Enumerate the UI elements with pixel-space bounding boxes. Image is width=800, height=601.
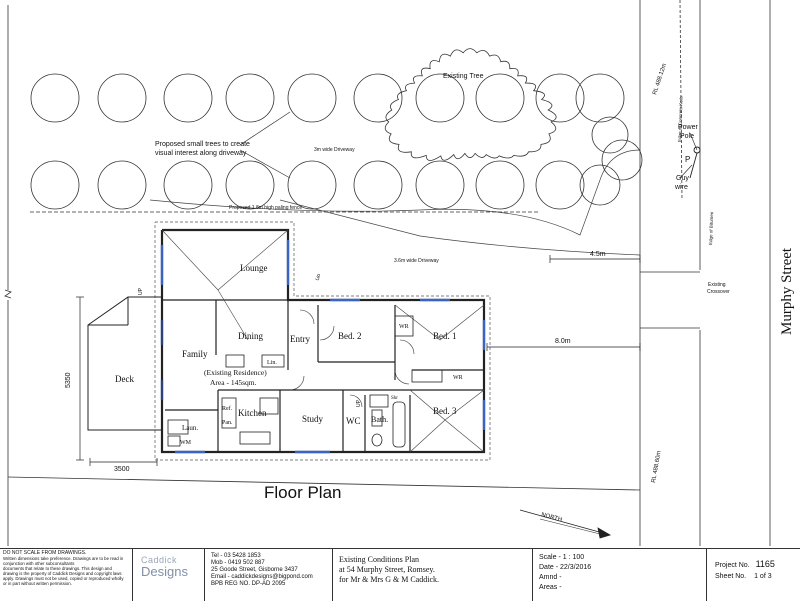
project-no-label: Project No. — [715, 562, 750, 569]
contact-address: 25 Goode Street, Gisborne 3437 — [211, 567, 298, 573]
project-client: for Mr & Mrs G & M Caddick. — [339, 575, 439, 584]
power-p-label: P — [685, 155, 690, 164]
date-text: Date - 22/3/2016 — [539, 564, 592, 571]
warning-line-1: DO NOT SCALE FROM DRAWINGS. — [3, 550, 87, 556]
existing-tree-canopy — [384, 48, 557, 161]
rl-bottom-label: RL 488.60m — [651, 450, 663, 483]
up-label-3: UP — [356, 399, 362, 407]
power-pole-icon — [689, 146, 701, 179]
dim-4-5m: 4.5m — [590, 251, 606, 258]
warning-line-6: apply. Drawings must not be used, copied… — [3, 576, 124, 581]
room-pan: Pan. — [222, 420, 233, 426]
room-kitchen: Kitchen — [238, 408, 267, 418]
guy-wire-label-1: Guy — [676, 175, 689, 182]
guy-wire-label-2: wire — [674, 184, 688, 191]
proposed-trees-label-line2: visual interest along driveway — [155, 150, 247, 157]
sheet-no-value: 1 of 3 — [754, 573, 772, 580]
project-address: at 54 Murphy Street, Romsey. — [339, 565, 435, 574]
dim-8-0m: 8.0m — [555, 338, 571, 345]
power-pole-label-2: Pole — [680, 133, 694, 140]
crossover-label-2: Crossover — [707, 289, 730, 295]
house-setback-outline — [154, 221, 491, 461]
scale-cell: Scale - 1 : 100 Date - 22/3/2016 Amnd - … — [532, 549, 706, 601]
windows — [160, 240, 486, 454]
fence-label: Proposed 1.8m high paling fence — [229, 205, 302, 211]
warning-line-2: Written dimensions take preference. Draw… — [3, 556, 124, 561]
room-bed2: Bed. 2 — [338, 331, 362, 341]
street-label: Murphy Street — [779, 247, 795, 335]
room-entry: Entry — [290, 334, 310, 344]
existing-residence-line2: Area - 145sqm. — [210, 378, 257, 387]
project-no-value: 1165 — [755, 559, 775, 569]
contact-cell: Tel - 03 5428 1853 Mob - 0419 502 887 25… — [204, 549, 332, 601]
amnd-text: Amnd - — [539, 574, 562, 581]
room-lin: Lin. — [267, 360, 277, 366]
room-bath: Bath. — [371, 415, 388, 424]
site-plan-drawing: Existing Tree Proposed small trees to cr… — [4, 0, 795, 546]
street-edges — [640, 0, 771, 546]
floor-plan-title: Floor Plan — [264, 483, 341, 502]
contact-reg: BPB REG NO. DP-AD 2095 — [211, 581, 286, 587]
up-label-1: UP — [138, 287, 144, 295]
warning-line-4: documents that relate to these drawings.… — [3, 566, 112, 571]
crossover-label-1: Existing — [708, 282, 726, 288]
existing-residence-line1: (Existing Residence) — [204, 368, 267, 377]
power-pole-label-1: Power — [678, 124, 699, 131]
project-number-cell: Project No. 1165 Sheet No. 1 of 3 — [706, 549, 800, 601]
door-swings — [289, 309, 415, 408]
north-arrow-icon — [519, 509, 611, 539]
roof-diagonals — [161, 229, 485, 453]
warning-line-3: conjunction with other subconsultants — [3, 561, 75, 566]
room-lounge: Lounge — [240, 263, 268, 273]
dimension-lines — [76, 255, 641, 466]
dim-3500: 3500 — [114, 466, 130, 473]
warning-line-7: or in part without written permission. — [3, 581, 72, 586]
room-bed1: Bed. 1 — [433, 331, 457, 341]
site-boundary — [4, 0, 641, 546]
edge-bitumen-label: Edge of Bitumen — [708, 211, 714, 245]
deck — [87, 296, 163, 431]
logo-cell: Caddick Designs — [132, 549, 204, 601]
project-title: Existing Conditions Plan — [339, 555, 420, 564]
rl-top-label: RL 488.12m — [652, 63, 668, 96]
project-cell: Existing Conditions Plan at 54 Murphy St… — [332, 549, 532, 601]
logo-top-text: Caddick — [141, 555, 178, 565]
room-dining: Dining — [238, 331, 264, 341]
room-wc: WC — [346, 416, 361, 426]
driveway-3m-label: 3m wide Driveway — [314, 147, 355, 153]
north-label: NORTH — [540, 512, 562, 523]
room-family: Family — [182, 349, 208, 359]
logo-bottom-text: Designs — [141, 564, 188, 579]
contact-tel: Tel - 03 5428 1853 — [211, 553, 261, 559]
room-labels: Lounge Dining Entry Bed. 2 Bed. 1 WR WR … — [115, 263, 463, 446]
room-deck: Deck — [115, 374, 134, 384]
up-label-2: UP — [315, 272, 324, 282]
room-bed3: Bed. 3 — [433, 406, 457, 416]
room-study: Study — [302, 414, 324, 424]
existing-tree-label: Existing Tree — [443, 73, 484, 80]
dim-5350: 5350 — [65, 372, 72, 388]
tree-row-bottom — [30, 116, 643, 210]
room-wm: WM — [180, 440, 192, 446]
drawing-warning: DO NOT SCALE FROM DRAWINGS. Written dime… — [0, 549, 132, 601]
title-block: DO NOT SCALE FROM DRAWINGS. Written dime… — [0, 548, 800, 601]
room-laun: Laun. — [182, 424, 198, 432]
contact-mob: Mob - 0419 502 887 — [211, 560, 265, 566]
tree-row-top — [30, 73, 625, 123]
fixtures — [167, 315, 443, 448]
contact-email: Email - caddickdesigns@bigpond.com — [211, 574, 313, 580]
scale-text: Scale - 1 : 100 — [539, 554, 585, 561]
room-ref: Ref. — [222, 405, 233, 412]
room-wr-1: WR — [399, 324, 409, 330]
edge-concrete-label: Edge of Concrete Kerb — [677, 96, 684, 142]
areas-text: Areas - — [539, 584, 562, 591]
proposed-trees-label-line1: Proposed small trees to create — [155, 141, 250, 148]
sheet-no-label: Sheet No. — [715, 573, 747, 580]
warning-line-5: drawing is the property of Caddick Desig… — [3, 571, 122, 576]
room-shr: Shr — [391, 396, 398, 401]
room-wr-2: WR — [453, 375, 463, 381]
driveway-36m-label: 3.6m wide Driveway — [394, 258, 439, 264]
